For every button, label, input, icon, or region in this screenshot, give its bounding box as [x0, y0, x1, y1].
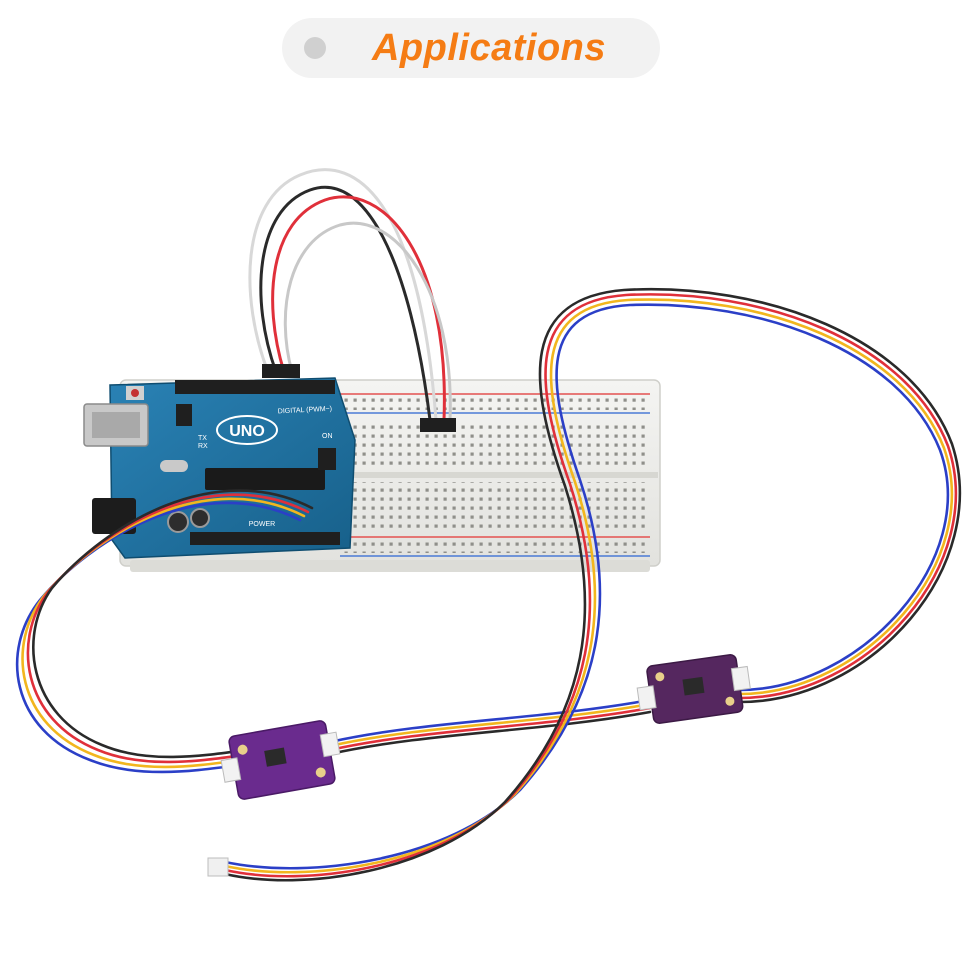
power-label: POWER [249, 521, 275, 528]
on-label: ON [322, 433, 333, 440]
sensor-module-right [636, 654, 751, 724]
digital-pins-label: DIGITAL (PWM~) [278, 406, 333, 416]
qwiic-cable-left [15, 489, 314, 774]
bullet-dot-icon [304, 37, 326, 59]
board-logo-text: UNO [229, 423, 265, 440]
qwiic-cable-right-loop [207, 287, 962, 882]
tx-label: TX [198, 435, 207, 442]
header-pill: Applications [282, 18, 660, 78]
rx-label: RX [198, 443, 208, 450]
qwiic-cable-middle [328, 698, 652, 756]
page-title: Applications [371, 26, 607, 69]
jumper-wires [248, 168, 456, 432]
sensor-module-left [220, 720, 341, 800]
uno-logo: UNO [216, 415, 278, 445]
